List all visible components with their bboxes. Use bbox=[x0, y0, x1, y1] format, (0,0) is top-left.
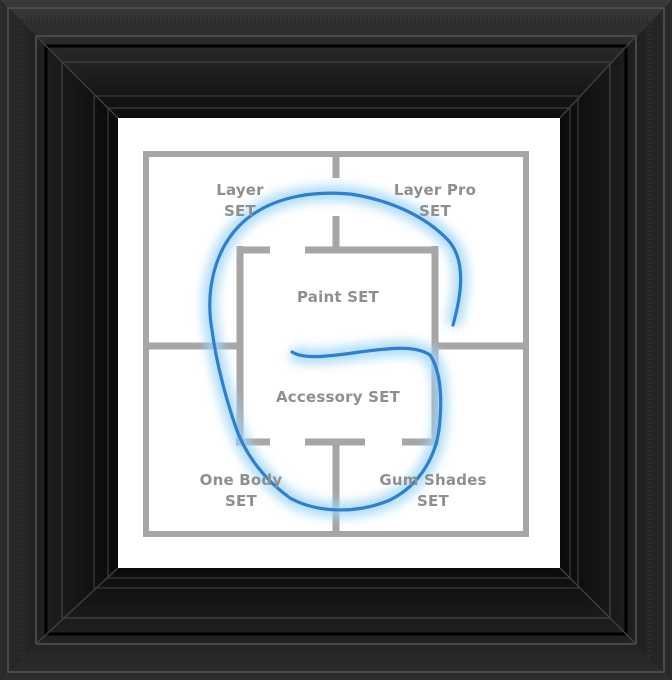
region-layer-pro-line1: Layer Pro bbox=[380, 180, 490, 201]
region-gum-shades-line1: Gum Shades bbox=[370, 470, 496, 491]
region-label-accessory: Accessory SET bbox=[268, 387, 408, 408]
region-label-layer-pro: Layer Pro SET bbox=[380, 180, 490, 222]
region-layer-line2: SET bbox=[200, 201, 280, 222]
region-label-gum-shades: Gum Shades SET bbox=[370, 470, 496, 512]
region-paint-line1: Paint SET bbox=[288, 287, 388, 308]
region-one-body-line2: SET bbox=[188, 491, 294, 512]
region-layer-line1: Layer bbox=[200, 180, 280, 201]
region-label-layer: Layer SET bbox=[200, 180, 280, 222]
region-gum-shades-line2: SET bbox=[370, 491, 496, 512]
region-label-paint: Paint SET bbox=[288, 287, 388, 308]
region-one-body-line1: One Body bbox=[188, 470, 294, 491]
region-label-one-body: One Body SET bbox=[188, 470, 294, 512]
region-layer-pro-line2: SET bbox=[380, 201, 490, 222]
region-accessory-line1: Accessory SET bbox=[268, 387, 408, 408]
